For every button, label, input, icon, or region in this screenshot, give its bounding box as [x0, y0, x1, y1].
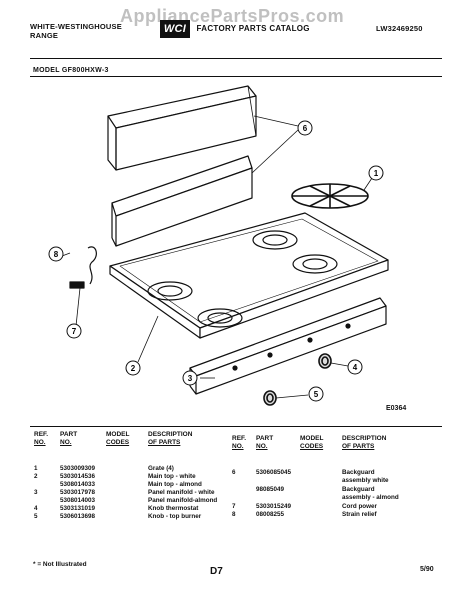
callout-2-label: 2 [131, 364, 136, 373]
table-row: 3 [34, 489, 38, 496]
part-description: Backguard [342, 486, 375, 493]
part-description: Cord power [342, 503, 377, 510]
part-number: 5303009309 [60, 465, 96, 472]
brand-block: WHITE-WESTINGHOUSE RANGE [30, 22, 122, 40]
table-row: 5 [34, 513, 38, 520]
callout-8-label: 8 [54, 250, 59, 259]
brand-name: WHITE-WESTINGHOUSE [30, 22, 122, 31]
part-number: 5303014536 [60, 473, 96, 480]
company-logo: WCI [160, 20, 190, 38]
document-number: LW32469250 [376, 24, 423, 33]
callout-3-label: 3 [188, 374, 193, 383]
callout-3: 3 [182, 370, 198, 386]
catalog-title: FACTORY PARTS CATALOG [196, 24, 310, 34]
callout-8: 8 [48, 246, 64, 262]
callout-4: 4 [347, 359, 363, 375]
callout-6-label: 6 [303, 124, 308, 133]
table-row: 4 [34, 505, 38, 512]
callout-7: 7 [66, 323, 82, 339]
burner-knob-part [263, 390, 277, 406]
callout-7-label: 7 [72, 327, 77, 336]
table-row: 7 [232, 503, 236, 510]
lower-backguard-part [111, 155, 253, 247]
table-row: 1 [34, 465, 38, 472]
callout-2: 2 [125, 360, 141, 376]
right-desc-header: DESCRIPTION OF PARTS [342, 435, 387, 450]
right-model-header: MODEL CODES [300, 435, 324, 450]
part-description: Main top - almond [148, 481, 202, 488]
part-description: assembly - almond [342, 494, 399, 501]
part-description: Panel manifold-almond [148, 497, 218, 504]
right-part-header: PART NO. [256, 435, 274, 450]
callout-4-label: 4 [353, 363, 358, 372]
table-row: 2 [34, 473, 38, 480]
model-rule [30, 76, 442, 77]
callout-5: 5 [308, 386, 324, 402]
part-number: 5303131019 [60, 505, 96, 512]
part-number: 5303017978 [60, 489, 96, 496]
left-desc-header: DESCRIPTION OF PARTS [148, 431, 193, 446]
part-number: 5308014033 [60, 481, 96, 488]
table-row: 6 [232, 469, 236, 476]
part-number: 5303015249 [256, 503, 292, 510]
part-description: Knob thermostat [148, 505, 199, 512]
callout-5-label: 5 [314, 390, 319, 399]
panel-manifold-part [189, 297, 387, 395]
main-top-part [109, 212, 389, 339]
thermostat-knob-part [318, 353, 332, 369]
part-description: Panel manifold - white [148, 489, 215, 496]
exploded-parts-diagram: 6 1 8 7 2 3 4 5 [48, 85, 389, 406]
figure-code: E0364 [386, 405, 407, 412]
power-cord-part [69, 246, 97, 289]
backguard-part [107, 85, 257, 171]
left-model-header: MODEL CODES [106, 431, 130, 446]
part-description: assembly white [342, 477, 389, 484]
product-type: RANGE [30, 31, 59, 40]
part-number: 5308014003 [60, 497, 96, 504]
left-ref-header: REF. NO. [34, 431, 49, 446]
not-illustrated-note: * = Not Illustrated [33, 561, 87, 568]
callout-6: 6 [297, 120, 313, 136]
part-description: Grate (4) [148, 465, 174, 472]
left-part-header: PART NO. [60, 431, 78, 446]
part-number: 5306085045 [256, 469, 292, 476]
table-row: 8 [232, 511, 236, 518]
grate-part [291, 183, 369, 209]
right-ref-header: REF. NO. [232, 435, 247, 450]
part-description: Strain relief [342, 511, 377, 518]
catalog-heading: WCI FACTORY PARTS CATALOG [160, 20, 310, 38]
callout-1-label: 1 [374, 169, 379, 178]
part-number: 5306013698 [60, 513, 96, 520]
table-top-rule [30, 426, 442, 427]
part-number: 08008255 [256, 511, 285, 518]
model-number: MODEL GF800HXW-3 [33, 67, 109, 74]
part-description: Main top - white [148, 473, 196, 480]
callout-1: 1 [368, 165, 384, 181]
part-description: Knob - top burner [148, 513, 202, 520]
header-rule [30, 58, 442, 59]
page-number: D7 [210, 566, 223, 577]
part-number: 98085049 [256, 486, 285, 493]
part-description: Backguard [342, 469, 375, 476]
revision-date: 5/90 [420, 566, 434, 573]
